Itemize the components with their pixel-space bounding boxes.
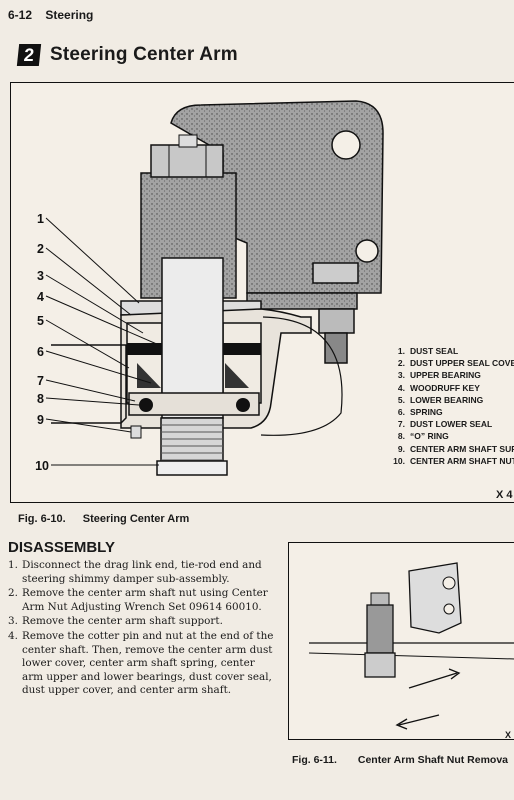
legend-item: 2.Dust Upper Seal Cover bbox=[397, 358, 514, 369]
o-ring-right bbox=[236, 398, 250, 412]
callout-5: 5 bbox=[37, 314, 44, 328]
callout-3: 3 bbox=[37, 269, 44, 283]
figure-11-label: Fig. 6-11. bbox=[292, 754, 337, 766]
legend-item: 10.Center Arm Shaft Nut bbox=[393, 455, 514, 466]
legend-item: 6.Spring bbox=[397, 407, 443, 418]
top-nut bbox=[150, 144, 224, 178]
callout-10: 10 bbox=[35, 459, 49, 473]
page-header: 6-12 Steering bbox=[8, 8, 93, 22]
lower-bearing-roller-right bbox=[225, 363, 249, 388]
shaft-nut bbox=[156, 460, 228, 476]
bracket-hole-upper bbox=[331, 130, 361, 160]
figure-11-code: X bbox=[505, 730, 512, 740]
step-item: 2.Remove the center arm shaft nut using … bbox=[8, 587, 268, 613]
legend-item: 5.Lower Bearing bbox=[397, 394, 484, 405]
legend-item: 1.Dust Seal bbox=[397, 346, 459, 356]
disassembly-heading: DISASSEMBLY bbox=[8, 539, 115, 556]
section-title: 2 Steering Center Arm bbox=[16, 44, 238, 66]
section-heading: Steering Center Arm bbox=[50, 44, 238, 65]
page-number: 6-12 bbox=[8, 8, 33, 22]
fig11-bracket bbox=[408, 562, 462, 634]
left-bearing bbox=[126, 322, 163, 404]
figure-10-title: Steering Center Arm bbox=[82, 513, 190, 525]
thread-lines bbox=[161, 424, 223, 461]
legend-item: 9.Center Arm Shaft Suppo bbox=[397, 443, 514, 454]
step-item: 1.Disconnect the drag link end, tie-rod … bbox=[8, 559, 262, 585]
fig11-nut bbox=[370, 592, 390, 606]
support-tab bbox=[130, 425, 142, 439]
center-arm-support bbox=[51, 344, 127, 424]
legend-item: 7.Dust Lower Seal bbox=[397, 419, 493, 430]
callout-2: 2 bbox=[37, 242, 44, 256]
bolt-thread bbox=[324, 332, 348, 364]
parts-legend: 1.Dust Seal 2.Dust Upper Seal Cover 3.Up… bbox=[393, 345, 514, 467]
callout-9: 9 bbox=[37, 413, 44, 427]
callout-7: 7 bbox=[37, 374, 44, 388]
support-nut bbox=[318, 308, 355, 334]
o-ring-left bbox=[139, 398, 153, 412]
bolt-head bbox=[312, 262, 359, 284]
lower-bearing-roller bbox=[137, 363, 161, 388]
callout-8: 8 bbox=[37, 392, 44, 406]
figure-10-label: Fig. 6-10. bbox=[18, 513, 66, 525]
section-number-badge: 2 bbox=[16, 44, 42, 66]
legend-item: 3.Upper Bearing bbox=[397, 370, 481, 381]
figure-10-code: X 4 bbox=[496, 489, 513, 501]
step-item: 4.Remove the cotter pin and nut at the e… bbox=[8, 629, 274, 697]
step-item: 3.Remove the center arm shaft support. bbox=[8, 615, 223, 628]
figure-10-caption: Fig. 6-10. Steering Center Arm bbox=[18, 513, 189, 525]
section-name: Steering bbox=[45, 8, 94, 22]
center-arm-shaft bbox=[161, 257, 224, 419]
center-arm-cutaway-drawing: 1 2 3 4 5 6 7 8 9 10 bbox=[35, 100, 384, 476]
legend-item: 8.“O” Ring bbox=[397, 431, 449, 442]
wrench-illustration bbox=[308, 562, 514, 730]
figure-11-title: Center Arm Shaft Nut Remova bbox=[357, 754, 508, 766]
cotter-pin bbox=[178, 134, 198, 148]
callout-4: 4 bbox=[37, 290, 44, 304]
callout-labels: 1 2 3 4 5 6 7 8 9 10 bbox=[35, 212, 49, 473]
figure-11-caption: Fig. 6-11. Center Arm Shaft Nut Remova bbox=[292, 754, 508, 766]
callout-6: 6 bbox=[37, 345, 44, 359]
fig11-shaft bbox=[366, 604, 394, 654]
rib-curve bbox=[260, 316, 343, 436]
right-bearing-seal bbox=[223, 343, 261, 355]
disassembly-steps: 1.Disconnect the drag link end, tie-rod … bbox=[8, 559, 278, 699]
fig11-wrench-head bbox=[364, 652, 396, 678]
leader-lines bbox=[45, 217, 160, 466]
callout-1: 1 bbox=[37, 212, 44, 226]
left-bearing-seal bbox=[127, 343, 162, 355]
figure-6-10-frame: 1 2 3 4 5 6 7 8 9 10 bbox=[10, 82, 514, 503]
legend-item: 4.Woodruff Key bbox=[397, 382, 480, 393]
figure-6-11-frame bbox=[288, 542, 514, 740]
right-bearing bbox=[222, 322, 262, 404]
support-block bbox=[246, 292, 358, 310]
bracket-hole-lower bbox=[355, 239, 379, 263]
